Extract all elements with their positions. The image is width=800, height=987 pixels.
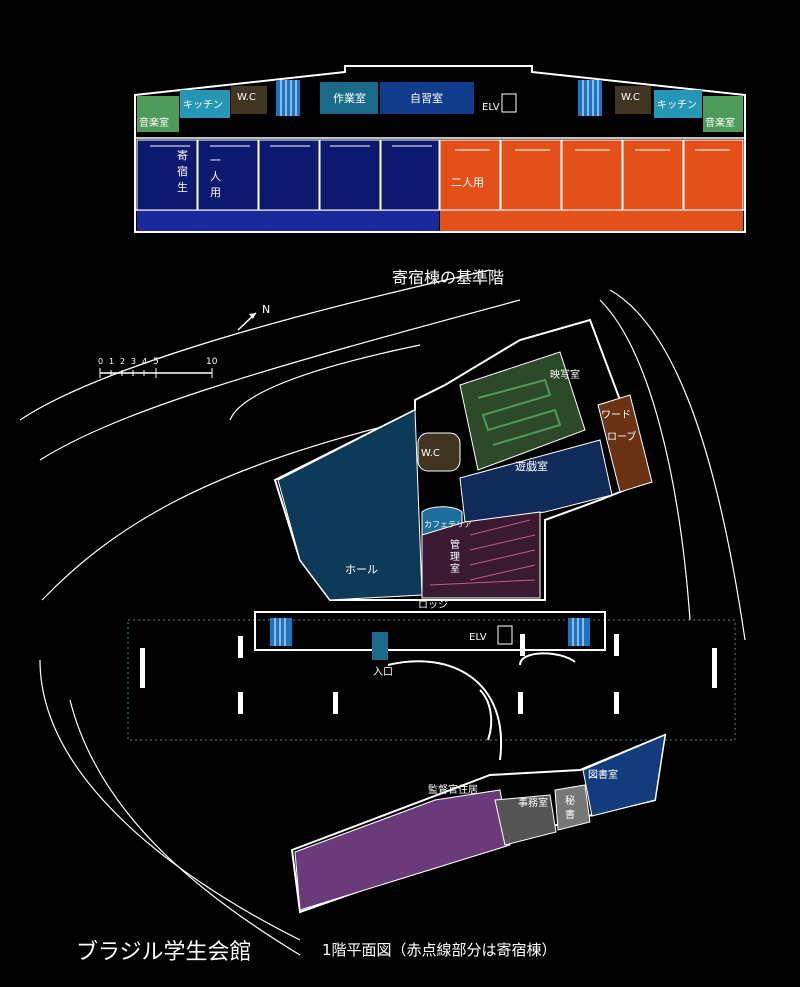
mgmt-label-1: 管	[450, 538, 460, 551]
single-type-char-2: 人	[210, 170, 221, 183]
ground-elv-icon	[497, 625, 513, 645]
stair-right-icon	[578, 80, 602, 116]
library-room	[582, 734, 666, 817]
single-type-char-3: 用	[210, 186, 221, 199]
music-room-left	[137, 96, 179, 132]
wardrobe-label-2: ローブ	[607, 430, 636, 443]
ground-wc-room	[417, 432, 461, 472]
wc-left-label: W.C	[237, 92, 256, 103]
scale-label-3: 3	[131, 357, 136, 366]
scale-label-0: 0	[98, 357, 103, 366]
mgmt-label-3: 室	[450, 562, 460, 575]
single-dorm-rooms	[136, 139, 440, 231]
theater-room	[459, 351, 586, 471]
director-label: 監督官住居	[428, 783, 478, 796]
business-label: 事務室	[518, 796, 548, 809]
lodge-label: ロッジ	[418, 600, 448, 611]
north-label: N	[262, 303, 270, 316]
study-room	[380, 82, 474, 114]
ground-south-wing	[290, 733, 667, 914]
ground-wc-label: W.C	[421, 448, 440, 459]
single-label-char-2: 宿	[177, 164, 188, 178]
theater-label: 映写室	[550, 368, 580, 381]
pilotis-columns	[140, 634, 717, 714]
study-room-label: 自習室	[410, 91, 443, 105]
kitchen-left	[180, 90, 230, 118]
wc-right	[615, 86, 651, 114]
secretary-label-2: 書	[565, 808, 575, 821]
kitchen-left-label: キッチン	[183, 99, 223, 111]
entrance-label: 入口	[373, 667, 393, 678]
ground-north-pavilion	[273, 318, 653, 601]
double-room-label: 二人用	[451, 176, 484, 189]
management-room	[421, 511, 541, 599]
double-dorm-rooms	[439, 139, 744, 231]
upper-floor-plan: 音楽室 キッチン W.C 作業室 自習室 ELV W.C キッチン 音楽室 寄 …	[134, 65, 746, 233]
library-label: 図書室	[588, 768, 618, 781]
scale-label-1: 1	[109, 357, 114, 366]
wardrobe-label-1: ワード	[601, 410, 631, 421]
game-label: 遊戯室	[515, 459, 548, 473]
single-type-char-1: 一	[210, 154, 221, 167]
secretary-room	[554, 784, 591, 831]
plan-subtitle: 1階平面図（赤点線部分は寄宿棟）	[322, 941, 557, 959]
entrance-door	[372, 632, 388, 660]
single-label-char-3: 生	[177, 180, 188, 194]
ground-stair-right-icon	[568, 618, 590, 646]
scale-label-2: 2	[120, 357, 125, 366]
mgmt-label-2: 理	[450, 551, 460, 563]
cafe-label: カフェテリア	[424, 520, 472, 529]
ground-elv-label: ELV	[469, 632, 487, 643]
secretary-label-1: 秘	[565, 794, 575, 807]
scale-label-5: 5	[153, 357, 159, 367]
upper-elv-label: ELV	[482, 102, 500, 113]
music-room-right	[703, 96, 743, 132]
upper-floor-title: 寄宿棟の基準階	[392, 268, 505, 287]
ground-main-block	[127, 611, 736, 761]
desk-marks	[150, 145, 730, 151]
stair-left-icon	[276, 80, 300, 116]
wardrobe-room	[597, 394, 653, 493]
scale-label-4: 4	[142, 357, 147, 366]
elv-icon	[501, 93, 517, 113]
kitchen-right-label: キッチン	[657, 99, 697, 111]
game-room	[459, 439, 613, 523]
wc-left	[231, 86, 267, 114]
north-arrow-icon	[237, 312, 257, 331]
site-lines	[19, 269, 746, 956]
workroom-label: 作業室	[333, 91, 366, 105]
business-office	[494, 794, 557, 846]
single-label-char-1: 寄	[177, 148, 188, 162]
hall-label: ホール	[345, 563, 378, 576]
scale-label-10: 10	[206, 357, 218, 367]
building-title: ブラジル学生会館	[76, 940, 252, 965]
kitchen-right	[654, 90, 702, 118]
music-room-right-label: 音楽室	[705, 116, 735, 129]
music-room-left-label: 音楽室	[139, 116, 169, 129]
ground-stair-left-icon	[270, 618, 292, 646]
workroom	[320, 82, 378, 114]
wc-right-label: W.C	[621, 92, 640, 103]
hall-room	[277, 409, 423, 601]
